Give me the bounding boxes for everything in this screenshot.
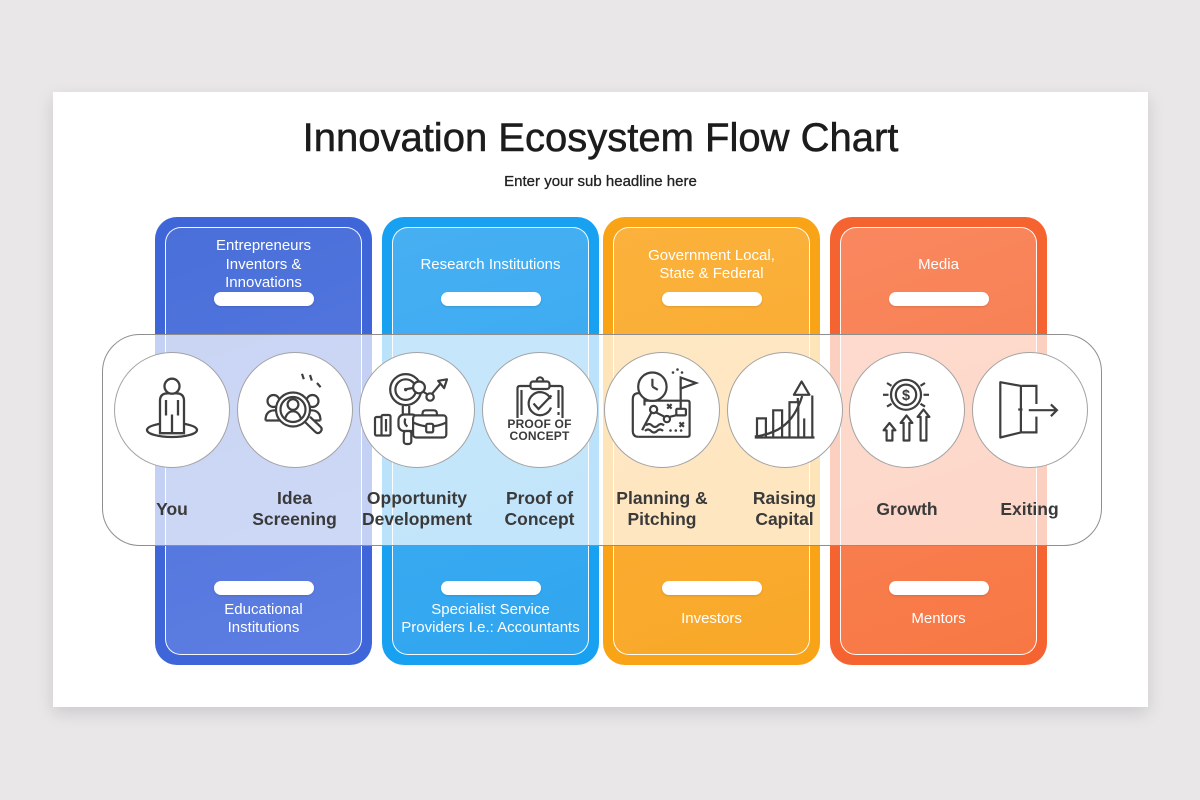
column-government-top-label: Government Local, State & Federal	[648, 246, 775, 283]
column-entrepreneurs-top-label: Entrepreneurs Inventors & Innovations	[215, 237, 312, 292]
column-government-bottom-pill	[661, 581, 762, 595]
magnifier-people-icon	[263, 373, 323, 435]
stage-circle-proof-of-concept: PROOF OF CONCEPT	[481, 352, 598, 468]
slide: Innovation Ecosystem Flow Chart Enter yo…	[53, 92, 1148, 707]
stage-label-you: You	[156, 498, 188, 519]
column-research-bottom-label: Specialist Service Providers I.e.: Accou…	[401, 600, 580, 637]
stage-circle-idea-screening	[236, 352, 353, 468]
stage-label-proof-of-concept: Proof of Concept	[504, 488, 575, 529]
stage-label-opportunity-development: Opportunity Development	[362, 488, 472, 529]
person-icon	[145, 377, 199, 439]
column-media-top-label: Media	[918, 255, 959, 273]
proof-of-concept-icon-text: PROOF OF CONCEPT	[507, 417, 572, 443]
page-title: Innovation Ecosystem Flow Chart	[302, 116, 899, 161]
svg-text:$: $	[902, 388, 910, 404]
target-briefcase-icon	[373, 373, 449, 446]
column-research-bottom-pill	[440, 581, 541, 595]
page-subtitle: Enter your sub headline here	[504, 173, 697, 190]
clipboard-check-icon	[515, 376, 564, 418]
stage-circle-planning-pitching	[604, 352, 720, 468]
column-research-top-label: Research Institutions	[420, 255, 561, 273]
stage-circle-exiting	[971, 352, 1088, 468]
column-entrepreneurs-top-pill	[213, 292, 314, 306]
stage-circle-opportunity-development	[359, 352, 475, 468]
column-government-top-pill	[661, 292, 762, 306]
map-flag-icon	[631, 368, 700, 438]
stage-circle-raising-capital	[726, 352, 843, 468]
coin-up-arrows-icon: $	[882, 378, 931, 442]
column-research-top-pill	[440, 292, 541, 306]
column-entrepreneurs-bottom-pill	[213, 581, 314, 595]
stage-circle-you	[114, 352, 230, 468]
column-media-bottom-pill	[888, 581, 989, 595]
column-media-top-pill	[888, 292, 989, 306]
stage-label-exiting: Exiting	[1000, 498, 1059, 519]
stage-circle-growth: $	[849, 352, 965, 468]
door-exit-arrow-icon	[998, 381, 1058, 439]
growth-chart-arrow-icon	[754, 380, 814, 439]
column-entrepreneurs-bottom-label: Educational Institutions	[224, 600, 303, 637]
stage-label-planning-pitching: Planning & Pitching	[616, 488, 708, 529]
stage-label-growth: Growth	[876, 498, 938, 519]
stage-label-raising-capital: Raising Capital	[752, 488, 817, 529]
column-media-bottom-label: Mentors	[911, 609, 966, 627]
stage-label-idea-screening: Idea Screening	[252, 488, 337, 529]
column-government-bottom-label: Investors	[681, 609, 742, 627]
